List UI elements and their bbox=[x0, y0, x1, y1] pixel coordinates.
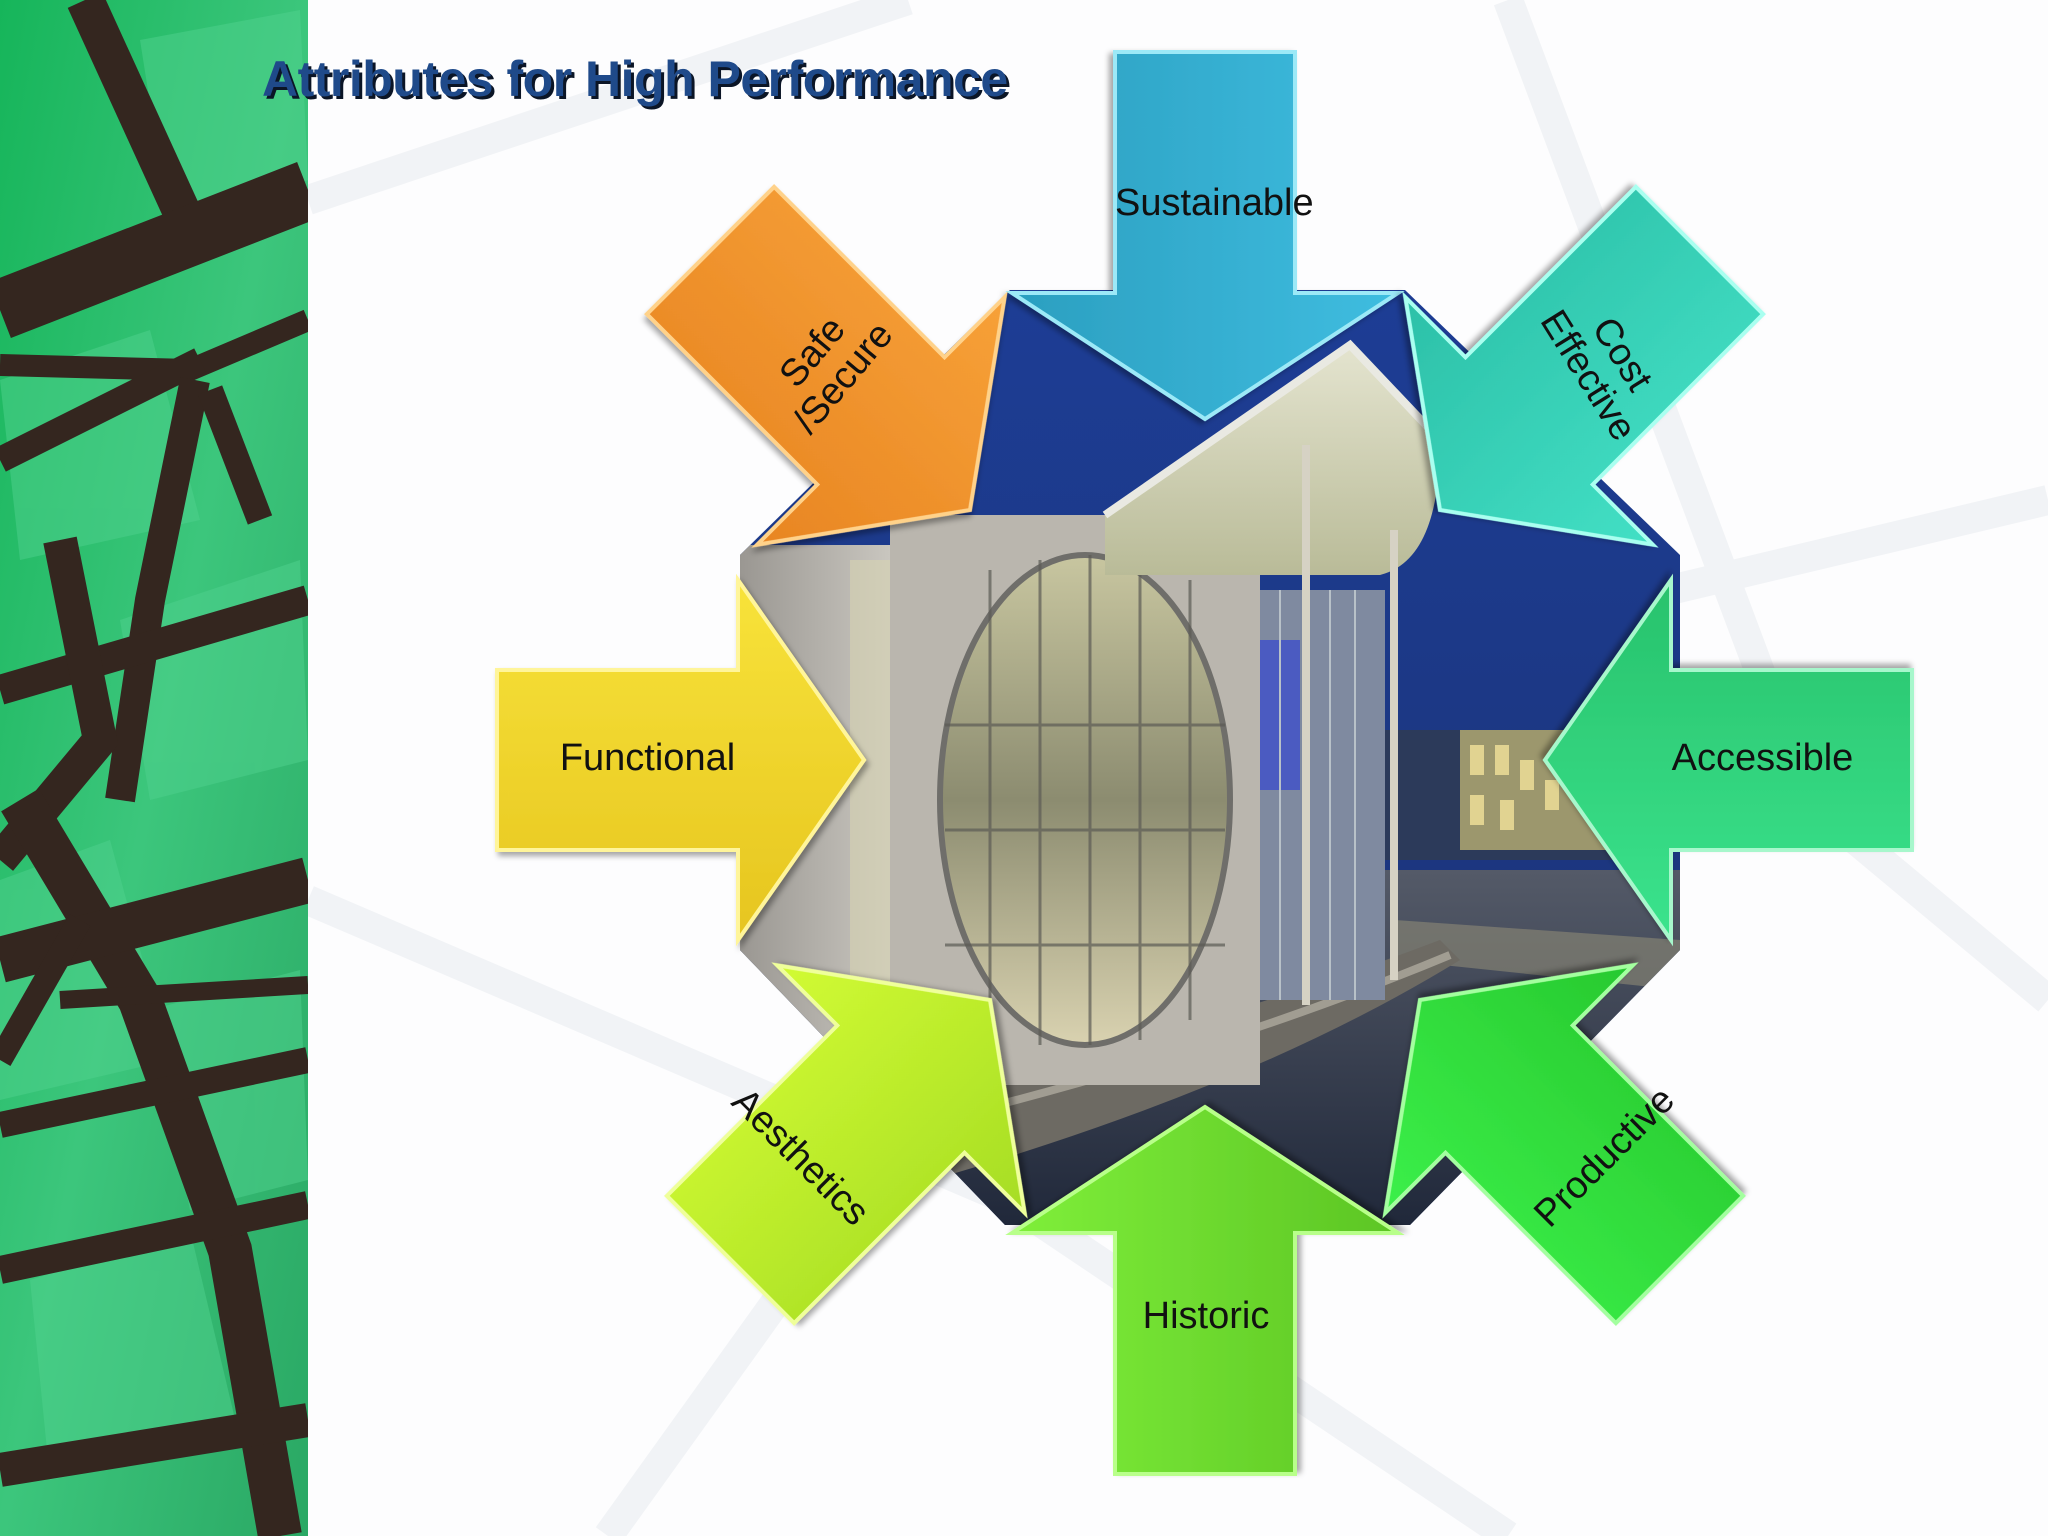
decorative-side-panel bbox=[0, 0, 308, 1536]
label-sustainable: Sustainable bbox=[1115, 182, 1314, 224]
arrow-productive bbox=[1382, 962, 1746, 1326]
label-historic: Historic bbox=[1142, 1295, 1270, 1337]
page-title: Attributes for High Performance bbox=[262, 51, 1008, 107]
label-accessible: Accessible bbox=[1671, 737, 1854, 779]
arrow-safe-secure bbox=[644, 184, 1008, 548]
arrow-aesthetics bbox=[664, 962, 1028, 1326]
arrow-historic bbox=[1005, 1104, 1405, 1476]
label-functional: Functional bbox=[559, 737, 736, 779]
arrow-sustainable bbox=[1005, 50, 1405, 422]
arrow-accessible bbox=[1542, 573, 1914, 947]
arrow-cost-effective bbox=[1402, 184, 1766, 548]
arrow-functional bbox=[495, 573, 867, 947]
